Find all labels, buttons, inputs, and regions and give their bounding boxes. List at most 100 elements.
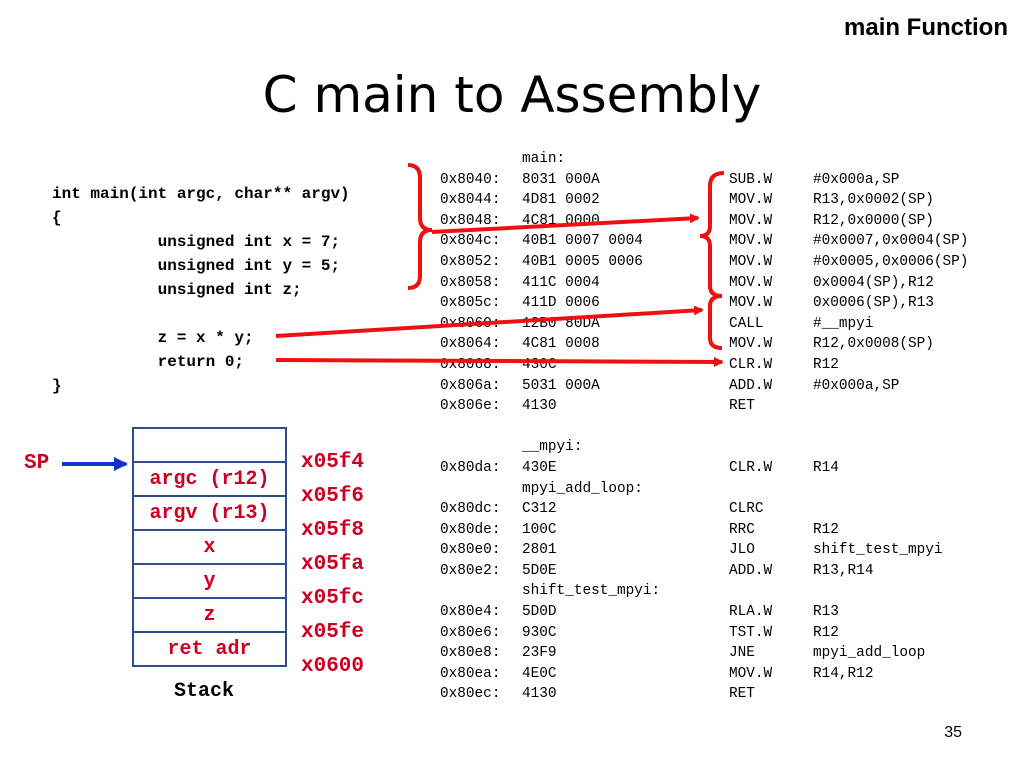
asm-opcode: RLA.W: [729, 604, 773, 621]
asm-address: 0x80e4:: [440, 604, 501, 621]
stack-address-column: x05f4 x05f6 x05f8 x05fa x05fc x05fe x0600: [301, 446, 364, 684]
asm-address: 0x805c:: [440, 295, 501, 312]
asm-operand: #__mpyi: [813, 315, 874, 332]
stack-address: x05fa: [301, 553, 365, 576]
asm-opcode: RET: [729, 398, 755, 415]
stack-caption: Stack: [174, 680, 235, 703]
stack-cell: argv (r13): [132, 497, 287, 531]
asm-hex: 4C81 0008: [522, 336, 600, 353]
asm-address: 0x80ec:: [440, 686, 501, 703]
asm-opcode: RRC: [729, 521, 755, 538]
asm-operand: 0x0004(SP),R12: [813, 274, 934, 291]
asm-hex: C312: [522, 501, 557, 518]
asm-address: 0x80ea:: [440, 665, 501, 682]
c-code-line: unsigned int z;: [52, 281, 302, 299]
asm-opcode: CALL: [729, 315, 764, 332]
asm-hex: 5031 000A: [522, 377, 600, 394]
c-code-line: return 0;: [52, 353, 245, 371]
asm-address: 0x806a:: [440, 377, 501, 394]
asm-hex: __mpyi:: [522, 439, 583, 456]
c-code-line: z = x * y;: [52, 329, 254, 347]
stack-address: x05f4: [301, 451, 365, 474]
multiply-arrow: [275, 305, 704, 338]
stack-cell: z: [132, 599, 287, 633]
asm-opcode: MOV.W: [729, 253, 773, 270]
asm-hex: mpyi_add_loop:: [522, 480, 643, 497]
stack-address: x05fe: [301, 621, 365, 644]
asm-hex: 8031 000A: [522, 171, 600, 188]
stack-address: x05f8: [301, 519, 365, 542]
c-code-line: }: [52, 377, 62, 395]
asm-operand: R13: [813, 604, 839, 621]
asm-address: 0x80e8:: [440, 645, 501, 662]
stack-address: x05f6: [301, 485, 365, 508]
stack-cell: ret adr: [132, 633, 287, 667]
asm-operand: R14: [813, 459, 839, 476]
corner-title: main Function: [844, 14, 1008, 41]
sp-label: SP: [24, 452, 50, 475]
asm-operand: mpyi_add_loop: [813, 645, 926, 662]
stack-cell: x: [132, 531, 287, 565]
asm-hex: 411D 0006: [522, 295, 600, 312]
asm-address: 0x806e:: [440, 398, 501, 415]
asm-address: 0x804c:: [440, 233, 501, 250]
asm-hex: shift_test_mpyi:: [522, 583, 661, 600]
asm-operand: R13,0x0002(SP): [813, 192, 934, 209]
declarations-arrow: [431, 213, 700, 234]
asm-hex: 930C: [522, 624, 557, 641]
asm-opcode: CLR.W: [729, 459, 773, 476]
asm-operand: #0x000a,SP: [813, 171, 900, 188]
asm-opcode: TST.W: [729, 624, 773, 641]
asm-opcode: MOV.W: [729, 233, 773, 250]
asm-hex: 430E: [522, 459, 557, 476]
asm-hex: main:: [522, 151, 566, 167]
stack-cell: [132, 429, 287, 463]
asm-block-brace: [699, 171, 725, 350]
asm-address: 0x80e6:: [440, 624, 501, 641]
asm-address: 0x80e0:: [440, 542, 501, 559]
asm-opcode: ADD.W: [729, 377, 773, 394]
page-number: 35: [944, 724, 962, 741]
asm-opcode: CLR.W: [729, 356, 773, 373]
asm-hex: 100C: [522, 521, 557, 538]
asm-address: 0x8048:: [440, 212, 501, 229]
asm-hex: 40B1 0005 0006: [522, 253, 643, 270]
asm-hex: 4130: [522, 686, 557, 703]
asm-operand: R12,0x0000(SP): [813, 212, 934, 229]
stack-address: x05fc: [301, 587, 365, 610]
asm-address: 0x8052:: [440, 253, 501, 270]
asm-operand: 0x0006(SP),R13: [813, 295, 934, 312]
stack-address: x0600: [301, 655, 365, 678]
asm-hex: 2801: [522, 542, 557, 559]
asm-operand: R13,R14: [813, 562, 874, 579]
asm-hex: 4130: [522, 398, 557, 415]
asm-operand: #0x000a,SP: [813, 377, 900, 394]
asm-opcode: MOV.W: [729, 192, 773, 209]
asm-operand: R12,0x0008(SP): [813, 336, 934, 353]
asm-hex: 23F9: [522, 645, 557, 662]
asm-opcode: CLRC: [729, 501, 764, 518]
asm-opcode: MOV.W: [729, 665, 773, 682]
asm-opcode: RET: [729, 686, 755, 703]
asm-address: 0x80de:: [440, 521, 501, 538]
asm-hex: 4E0C: [522, 665, 557, 682]
asm-opcode: JLO: [729, 542, 755, 559]
slide-title: C main to Assembly: [262, 66, 762, 124]
asm-hex: 4D81 0002: [522, 192, 600, 209]
asm-operand: R14,R12: [813, 665, 874, 682]
c-code-line: unsigned int y = 5;: [52, 257, 341, 275]
asm-operand: R12: [813, 521, 839, 538]
asm-opcode: MOV.W: [729, 336, 773, 353]
asm-operand: #0x0007,0x0004(SP): [813, 233, 969, 250]
asm-address: 0x80e2:: [440, 562, 501, 579]
asm-hex: 5D0D: [522, 604, 557, 621]
asm-address: 0x8040:: [440, 171, 501, 188]
asm-opcode: MOV.W: [729, 212, 773, 229]
c-declarations-brace: [407, 163, 433, 290]
c-source-code: int main(int argc, char** argv) { unsign…: [52, 182, 350, 398]
asm-address: 0x80dc:: [440, 501, 501, 518]
c-code-line: int main(int argc, char** argv): [52, 185, 350, 203]
asm-operand: R12: [813, 624, 839, 641]
